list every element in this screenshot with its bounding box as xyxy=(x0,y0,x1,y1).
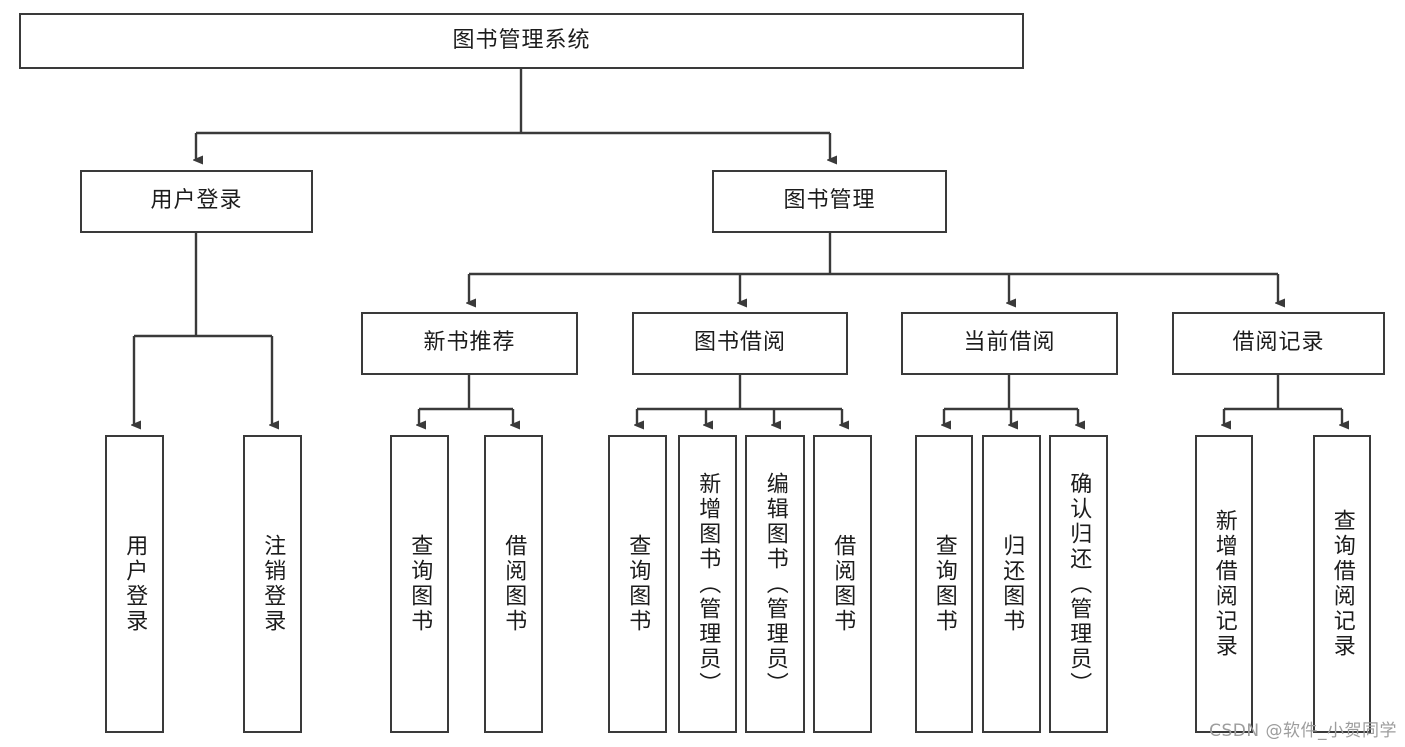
leaf-label: 借阅图书 xyxy=(501,534,527,634)
node-borrow-record[interactable]: 借阅记录 xyxy=(1172,312,1385,375)
leaf-label: 查询图书 xyxy=(625,534,651,634)
leaf-borrow-record-query-record[interactable]: 查询借阅记录 xyxy=(1313,435,1371,733)
leaf-label: 归还图书 xyxy=(999,534,1025,634)
leaf-current-borrow-return-book[interactable]: 归还图书 xyxy=(982,435,1041,733)
node-new-book-recommend[interactable]: 新书推荐 xyxy=(361,312,578,375)
leaf-current-borrow-confirm-return-admin[interactable]: 确认归还（管理员） xyxy=(1049,435,1108,733)
leaf-user-login-login[interactable]: 用户登录 xyxy=(105,435,164,733)
leaf-borrow-record-add-record[interactable]: 新增借阅记录 xyxy=(1195,435,1253,733)
leaf-label: 借阅图书 xyxy=(830,534,856,634)
leaf-label: 查询借阅记录 xyxy=(1329,509,1355,659)
node-user-login[interactable]: 用户登录 xyxy=(80,170,313,233)
leaf-label: 查询图书 xyxy=(407,534,433,634)
node-current-borrow[interactable]: 当前借阅 xyxy=(901,312,1118,375)
watermark-text: CSDN @软件_小贺同学 xyxy=(1209,721,1397,741)
leaf-label: 查询图书 xyxy=(931,534,957,634)
leaf-book-borrow-query-book[interactable]: 查询图书 xyxy=(608,435,667,733)
node-book-management[interactable]: 图书管理 xyxy=(712,170,947,233)
leaf-current-borrow-query-book[interactable]: 查询图书 xyxy=(915,435,973,733)
leaf-label: 注销登录 xyxy=(260,534,286,634)
leaf-label: 编辑图书（管理员） xyxy=(762,471,788,697)
leaf-label: 确认归还（管理员） xyxy=(1066,471,1092,697)
leaf-new-book-query-book[interactable]: 查询图书 xyxy=(390,435,449,733)
leaf-label: 新增借阅记录 xyxy=(1211,509,1237,659)
leaf-label: 新增图书（管理员） xyxy=(695,471,721,697)
leaf-book-borrow-add-book-admin[interactable]: 新增图书（管理员） xyxy=(678,435,737,733)
leaf-label: 用户登录 xyxy=(122,534,148,634)
leaf-book-borrow-borrow-book[interactable]: 借阅图书 xyxy=(813,435,872,733)
node-root-system[interactable]: 图书管理系统 xyxy=(19,13,1024,69)
leaf-user-login-logout[interactable]: 注销登录 xyxy=(243,435,302,733)
node-book-borrow[interactable]: 图书借阅 xyxy=(632,312,848,375)
leaf-new-book-borrow-book[interactable]: 借阅图书 xyxy=(484,435,543,733)
leaf-book-borrow-edit-book-admin[interactable]: 编辑图书（管理员） xyxy=(745,435,805,733)
